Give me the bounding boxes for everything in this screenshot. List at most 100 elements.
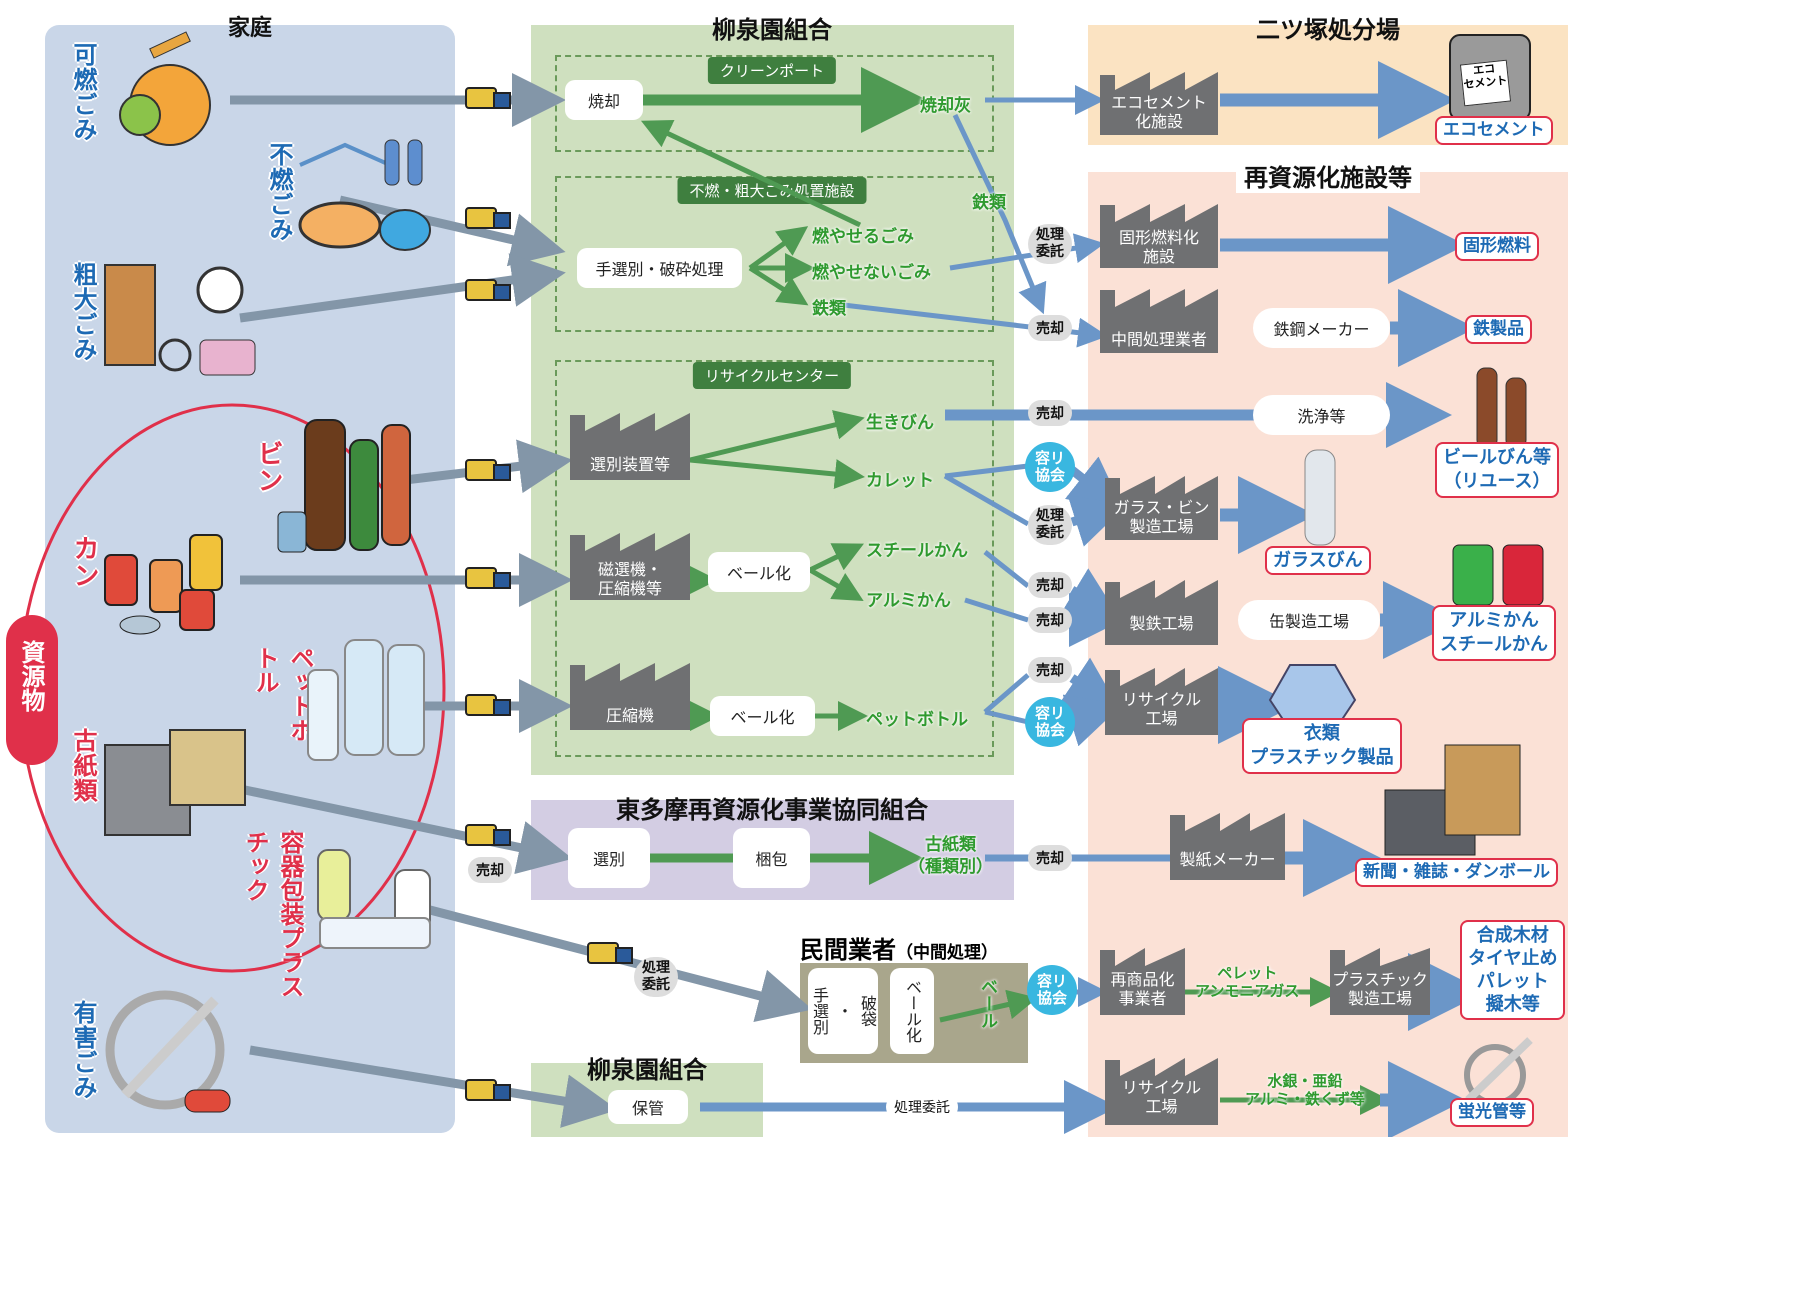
- product-solid-fuel: 固形燃料: [1455, 232, 1539, 261]
- product-eco-cement: エコセメント: [1435, 116, 1553, 145]
- kyokai-plastic: 容リ 協会: [1027, 965, 1077, 1015]
- label-oversized: 粗大ごみ: [69, 262, 97, 362]
- arrow-sort-iron: [748, 265, 809, 306]
- arrow-pet-kyokai: [984, 709, 1029, 725]
- arrow-alu-can: [808, 567, 864, 602]
- resources-label: 資源物: [17, 640, 45, 712]
- hand-sort-v-box: 手選別 ・ 破袋: [808, 968, 878, 1054]
- newspaper-illustration: [1384, 744, 1521, 856]
- washing-box: 洗浄等: [1253, 395, 1390, 435]
- resources-badge: [6, 615, 58, 765]
- label-paper: 古紙類: [69, 728, 97, 803]
- product-glass-bottles: ガラスびん: [1265, 546, 1371, 575]
- label-noncombustible: 不燃ごみ: [265, 142, 293, 242]
- product-fluorescent: 蛍光管等: [1450, 1098, 1534, 1127]
- product-synthetic: 合成木材 タイヤ止め パレット 擬木等: [1460, 920, 1566, 1020]
- recycle-factory: リサイクル 工場: [1121, 690, 1202, 728]
- arrow-hazard: [249, 1045, 618, 1128]
- kyokai-pet: 容リ 協会: [1025, 697, 1075, 747]
- plastic-illustration: [317, 849, 431, 949]
- arrow-cullet-outsource: [943, 473, 1030, 527]
- arrow-ash-iron-down: [952, 113, 1047, 315]
- futatsuzuka-title: 二ツ塚処分場: [1256, 16, 1400, 44]
- mercury-label: 水銀・亜鉛 アルミ・鉄くず等: [1245, 1072, 1365, 1108]
- cans-product-illustration: [1452, 544, 1544, 606]
- nonburnable-label: 燃やせないごみ: [812, 263, 931, 283]
- ash-label: 焼却灰: [920, 96, 971, 116]
- garbage-illustration: [119, 31, 211, 146]
- bottles-illustration: [277, 419, 411, 553]
- compressor-label: 圧縮機: [605, 706, 654, 725]
- intermediate-facility: 中間処理業者: [1110, 330, 1207, 349]
- label-cans: カン: [69, 535, 99, 589]
- outsource-oval-glass: 処理 委託: [1028, 505, 1072, 545]
- ryusen-title: 柳泉園組合: [712, 16, 832, 44]
- product-cans: アルミかん スチールかん: [1432, 605, 1556, 661]
- plastic-factory: プラスチック 製造工場: [1332, 970, 1428, 1008]
- label-bottles: ビン: [253, 440, 283, 494]
- arrow-cullet-kyokai: [944, 463, 1029, 479]
- eco-cement-facility: エコセメント 化施設: [1111, 93, 1207, 131]
- trucks: [465, 87, 633, 1101]
- magnetic-label: 磁選機・ 圧縮機等: [597, 560, 662, 598]
- pet-illustration: [307, 639, 425, 761]
- iron-v-label: 鉄類: [972, 193, 1006, 213]
- private-ops-title: 民間業者（中間処理）: [800, 936, 998, 964]
- sort-box: 選別: [568, 828, 650, 888]
- arrow-kyokai-glass: [1065, 456, 1125, 512]
- tab-recycle-center: リサイクルセンター: [692, 362, 852, 389]
- outsource-oval-hazard: 処理委託: [886, 1094, 958, 1120]
- steel-can-label: スチールかん: [866, 541, 968, 561]
- eco-bag-label: エコ セメント: [1459, 59, 1512, 107]
- product-steel: 鉄製品: [1465, 315, 1532, 344]
- paper-illustration: [104, 729, 246, 836]
- can-factory-box: 缶製造工場: [1238, 600, 1380, 640]
- hazard-illustration: [105, 990, 231, 1113]
- sale-oval-paper-out: 売却: [1028, 845, 1072, 871]
- glass-bottle-illustration: [1304, 449, 1336, 546]
- higashitama-title: 東多摩再資源化事業協同組合: [616, 796, 928, 824]
- sale-oval-alu: 売却: [1028, 607, 1072, 633]
- bale-v-box: ベール化: [890, 968, 934, 1054]
- alu-can-label: アルミかん: [866, 591, 951, 611]
- label-combustible: 可燃ごみ: [69, 42, 97, 142]
- sale-oval-paper-in: 売却: [468, 857, 512, 883]
- arrow-to-recycle-factory2: [1062, 694, 1123, 747]
- arrow-noncomb: [338, 195, 566, 267]
- fluorescent-illustration: [1464, 1037, 1533, 1106]
- bale-can-box: ベール化: [708, 552, 810, 592]
- arrow-pet-sale: [983, 673, 1030, 714]
- arrow-live-bottle: [689, 410, 865, 463]
- sale-oval-bottle: 売却: [1028, 400, 1072, 426]
- arrow-alu-sale: [964, 597, 1029, 623]
- pellet-label: ペレット アンモニアガス: [1195, 964, 1300, 1000]
- sort-equipment-label: 選別装置等: [589, 455, 670, 474]
- burnable-label: 燃やせるごみ: [812, 227, 914, 247]
- product-clothing: 衣類 プラスチック製品: [1242, 718, 1402, 774]
- arrow-steel-can: [808, 543, 864, 573]
- household-title: 家庭: [227, 16, 273, 41]
- hand-sort-box: 手選別・破砕処理: [577, 248, 742, 288]
- sale-oval-pet: 売却: [1028, 657, 1072, 683]
- recycle-factory-2: リサイクル 工場: [1121, 1078, 1202, 1116]
- sale-oval-1: 売却: [1028, 315, 1072, 341]
- iron-label: 鉄類: [812, 299, 846, 319]
- tab-clean-port: クリーンポート: [707, 57, 837, 84]
- storage-box: 保管: [608, 1090, 688, 1124]
- bale-out-label: ベール: [977, 978, 997, 1029]
- live-bottle-label: 生きびん: [866, 413, 934, 433]
- arrow-sort-burnable: [748, 226, 809, 271]
- factory-shapes: [570, 72, 1430, 1125]
- paper-out-label: 古紙類 （種類別）: [908, 835, 993, 877]
- cullet-label: カレット: [866, 471, 934, 491]
- outsource-oval-1: 処理 委託: [1028, 224, 1072, 264]
- arrow-cullet: [689, 457, 865, 489]
- label-plastic: 容器包装プラスチック: [241, 830, 304, 998]
- noncomb-illustration: [298, 139, 431, 251]
- arrow-burnable-back: [640, 120, 862, 228]
- product-newspaper: 新聞・雑誌・ダンボール: [1355, 858, 1558, 887]
- beer-bottles-illustration: [1476, 367, 1527, 449]
- oversized-illustration: [104, 264, 256, 376]
- product-beer-bottles: ビールびん等 （リユース）: [1435, 442, 1559, 498]
- pack-box: 梱包: [733, 828, 810, 888]
